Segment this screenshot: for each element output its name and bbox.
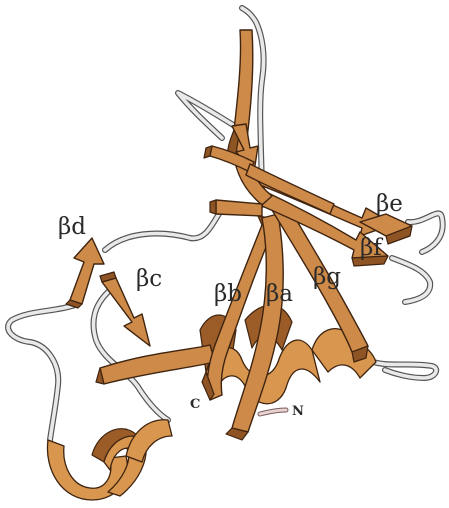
- loop-top-left: [178, 93, 238, 138]
- label-n-terminus: N: [292, 405, 304, 418]
- strand-beta-d: [66, 238, 104, 308]
- loop-bd-connection: [105, 212, 220, 250]
- label-beta-e: βe: [376, 193, 403, 216]
- n-terminus-tail: [260, 410, 286, 414]
- bottom-left-helix: [47, 420, 172, 500]
- label-beta-d: βd: [58, 216, 86, 239]
- strand-lower-sweep: [96, 345, 215, 384]
- label-beta-c: βc: [136, 268, 162, 291]
- label-beta-f: βf: [360, 237, 382, 260]
- loop-left-outer: [8, 305, 75, 440]
- strand-short-left: [210, 200, 262, 216]
- label-beta-a: βa: [266, 283, 293, 306]
- label-beta-b: βb: [214, 283, 242, 306]
- label-beta-g: βg: [313, 266, 341, 289]
- label-c-terminus: C: [190, 398, 200, 411]
